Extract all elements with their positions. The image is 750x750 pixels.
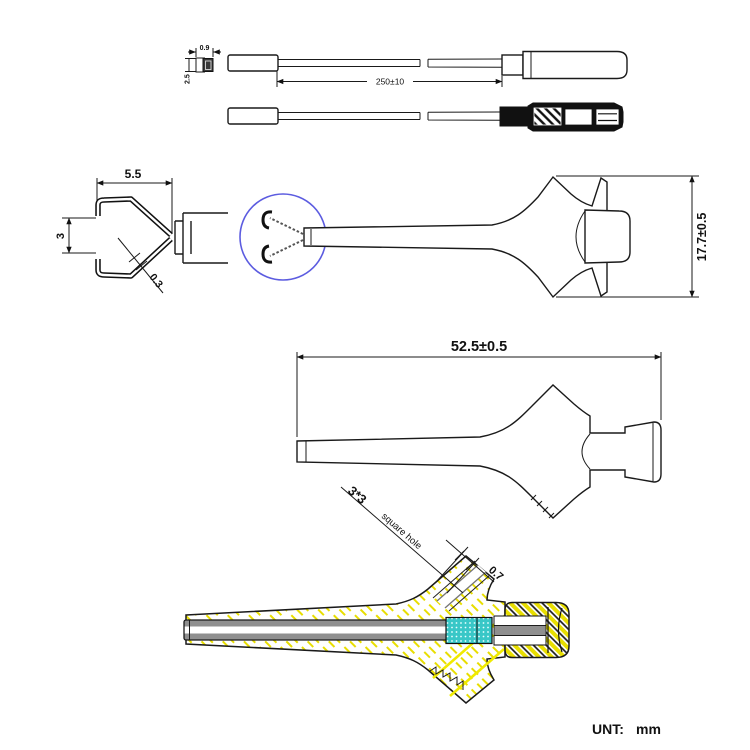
hook-wire-upper-small xyxy=(269,217,304,235)
probe-section-view xyxy=(227,102,624,132)
dim-hook-depth: 5.5 xyxy=(125,167,142,181)
dim-tip-width: 0.9 xyxy=(200,45,210,52)
dim-tip-height: 2.5 xyxy=(185,74,192,84)
detail-tube-face xyxy=(174,220,183,255)
hook-wire-upper xyxy=(95,196,173,238)
tube-upper-band xyxy=(184,620,455,627)
probe-handle xyxy=(522,50,628,80)
grabber-colored-section xyxy=(183,555,570,704)
cap-slot-upper xyxy=(493,615,547,626)
probe-tip-sleeve xyxy=(227,54,279,72)
connector-hatch-section xyxy=(533,107,562,126)
dim-hook-wire: 0.3 xyxy=(147,271,166,290)
body-outline xyxy=(303,175,608,299)
probe-cable-left xyxy=(278,59,421,67)
connector-cavity xyxy=(564,108,593,126)
cap-slot-lower xyxy=(493,635,547,646)
connector-boot xyxy=(499,106,529,127)
probe-side-view: 0.9 2.5 250±10 xyxy=(185,45,628,87)
hook-tip-detail: 5.5 3 0.3 xyxy=(55,167,228,294)
probe2-tip-sleeve xyxy=(227,107,279,125)
endview-square xyxy=(202,58,214,72)
grabber-body-side: 17.7±0.5 xyxy=(239,175,709,299)
dim-head-height: 17.7±0.5 xyxy=(695,213,709,262)
probe-collar xyxy=(501,54,524,76)
hook-curl-upper xyxy=(261,210,273,230)
detail-tube-body xyxy=(182,212,228,264)
connector-contact xyxy=(595,108,620,126)
hook-wire-lower-small xyxy=(269,239,304,257)
square-hole-channel xyxy=(437,565,486,608)
unit-label: UNT: xyxy=(592,721,624,737)
grip-serrations xyxy=(530,494,555,519)
probe2-cable-left xyxy=(278,112,421,120)
probe2-cable-right xyxy=(427,111,501,121)
hook-curl-lower xyxy=(261,244,273,264)
body-large-outline xyxy=(296,384,662,519)
tube-lower-band xyxy=(184,633,455,640)
spring-section xyxy=(445,616,493,645)
dim-cable-length: 250±10 xyxy=(376,77,405,87)
unit-value: mm xyxy=(636,721,661,737)
endview-bracket xyxy=(195,57,205,73)
probe-cable-right xyxy=(427,58,503,68)
grabber-body-large: 52.5±0.5 xyxy=(296,339,662,519)
label-square-hole: square hole xyxy=(379,511,424,552)
cap-core xyxy=(493,625,547,636)
dim-square-hole-size: 3*3 xyxy=(345,483,370,507)
unit-note: UNT: mm xyxy=(592,721,661,737)
section-grip-serrations xyxy=(429,666,464,690)
plunger xyxy=(584,209,631,264)
dim-hook-opening: 3 xyxy=(55,233,67,239)
dim-head-length: 52.5±0.5 xyxy=(451,339,507,355)
